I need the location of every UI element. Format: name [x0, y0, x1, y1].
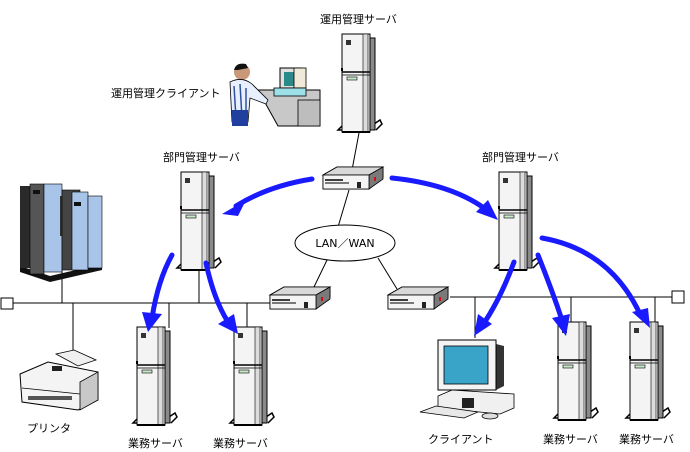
ops-client-workstation — [229, 63, 321, 127]
arrow-router-to-dept-left — [233, 176, 315, 209]
network-lines — [0, 132, 685, 350]
arrowhead — [474, 314, 492, 336]
arrowhead — [632, 308, 650, 328]
dept-server-right — [494, 171, 540, 271]
biz-server-2 — [229, 326, 275, 426]
router-left — [269, 286, 331, 310]
biz-server-4-label: 業務サーバ — [619, 433, 674, 446]
ops-server-label: 運用管理サーバ — [320, 13, 397, 26]
network-label: LAN／WAN — [315, 237, 374, 250]
printer — [19, 349, 99, 411]
dept-server-left-label: 部門管理サーバ — [163, 151, 240, 164]
link-ops-server-router — [351, 132, 360, 171]
link-lanwan-router-right — [377, 257, 398, 290]
management-arrows — [149, 175, 643, 329]
ops-client-label: 運用管理クライアント — [111, 87, 221, 100]
printer-label: プリンタ — [27, 422, 71, 435]
biz-server-2-label: 業務サーバ — [213, 437, 268, 450]
left-bus-terminator — [0, 297, 14, 310]
client-label: クライアント — [428, 433, 494, 446]
router-right — [387, 286, 449, 310]
biz-server-1 — [132, 326, 178, 426]
arrow-dept-right-to-client — [479, 259, 517, 329]
biz-server-1-label: 業務サーバ — [128, 437, 183, 450]
right-bus-terminator — [671, 290, 685, 304]
arrow-dept-left-to-biz2 — [203, 260, 231, 325]
arrow-dept-left-to-biz1 — [149, 252, 175, 321]
arrowhead — [218, 314, 238, 334]
router-top — [322, 166, 384, 190]
arrowhead — [142, 312, 162, 332]
arrow-dept-right-to-biz3 — [535, 252, 565, 323]
dept-server-left — [176, 171, 222, 271]
arrow-heads — [142, 200, 650, 336]
lan-wan-cloud — [294, 224, 396, 262]
arrowhead — [552, 314, 570, 336]
biz-server-4 — [625, 321, 671, 421]
biz-server-3 — [553, 321, 599, 421]
dept-server-right-label: 部門管理サーバ — [482, 151, 559, 164]
arrowhead — [476, 200, 498, 220]
arrowhead — [222, 200, 246, 216]
biz-server-3-label: 業務サーバ — [543, 433, 598, 446]
client-pc — [419, 339, 515, 420]
link-lanwan-router-left — [312, 257, 329, 290]
ops-server — [337, 33, 383, 133]
mainframe-host — [20, 183, 103, 282]
arrow-dept-right-to-biz4 — [539, 235, 643, 317]
arrow-router-to-dept-right — [389, 175, 487, 211]
link-router-lanwan — [337, 189, 350, 228]
